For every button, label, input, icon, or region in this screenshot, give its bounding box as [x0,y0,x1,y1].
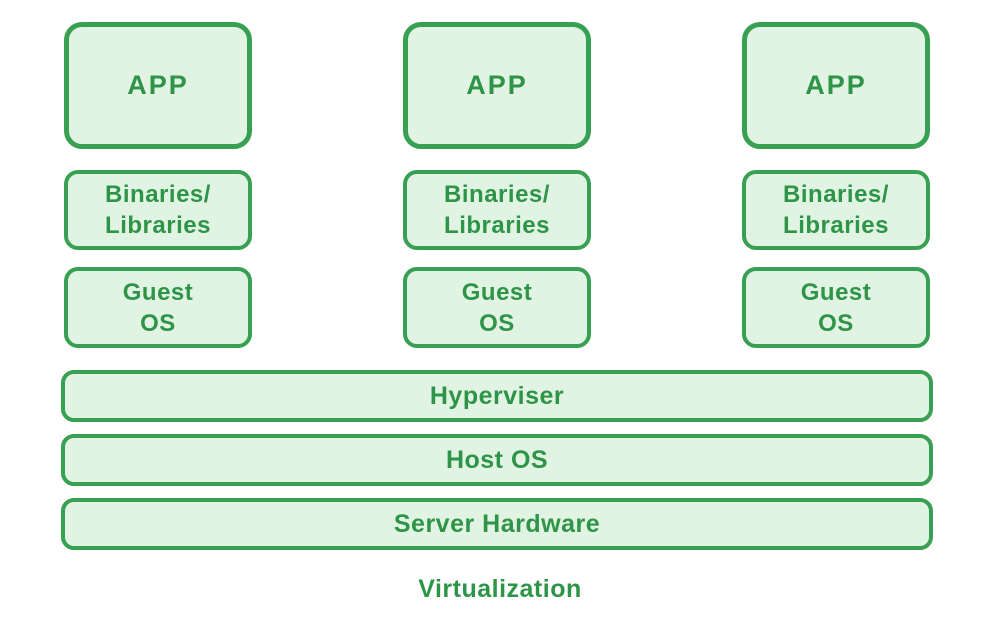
binaries-libraries-label: Binaries/ Libraries [444,181,550,239]
diagram-caption: Virtualization [418,575,582,603]
app-label: APP [805,70,867,100]
server-hardware-bar: Server Hardware [61,498,933,550]
guest-os-label: Guest OS [122,278,194,337]
host-os-bar: Host OS [61,434,933,486]
app-box: APP [64,22,252,149]
app-box: APP [403,22,591,149]
binaries-libraries-box: Binaries/ Libraries [64,170,252,250]
binaries-libraries-label: Binaries/ Libraries [783,181,889,239]
binaries-libraries-box: Binaries/ Libraries [403,170,591,250]
guest-os-box: Guest OS [403,267,591,348]
app-label: APP [466,70,528,100]
server-hardware-label: Server Hardware [393,509,601,538]
infrastructure-layers: Hyperviser Host OS Server Hardware [61,370,933,550]
hypervisor-label: Hyperviser [429,381,565,410]
vm-column-1: APP Binaries/ Libraries Guest OS [64,22,252,348]
vm-column-3: APP Binaries/ Libraries Guest OS [742,22,930,348]
app-box: APP [742,22,930,149]
binaries-libraries-box: Binaries/ Libraries [742,170,930,250]
vm-columns: APP Binaries/ Libraries Guest OS APP Bin… [64,22,930,348]
guest-os-box: Guest OS [64,267,252,348]
hypervisor-bar: Hyperviser [61,370,933,422]
host-os-label: Host OS [445,445,549,474]
guest-os-box: Guest OS [742,267,930,348]
vm-column-2: APP Binaries/ Libraries Guest OS [403,22,591,348]
app-label: APP [127,70,189,100]
guest-os-label: Guest OS [800,278,872,337]
guest-os-label: Guest OS [461,278,533,337]
binaries-libraries-label: Binaries/ Libraries [105,181,211,239]
